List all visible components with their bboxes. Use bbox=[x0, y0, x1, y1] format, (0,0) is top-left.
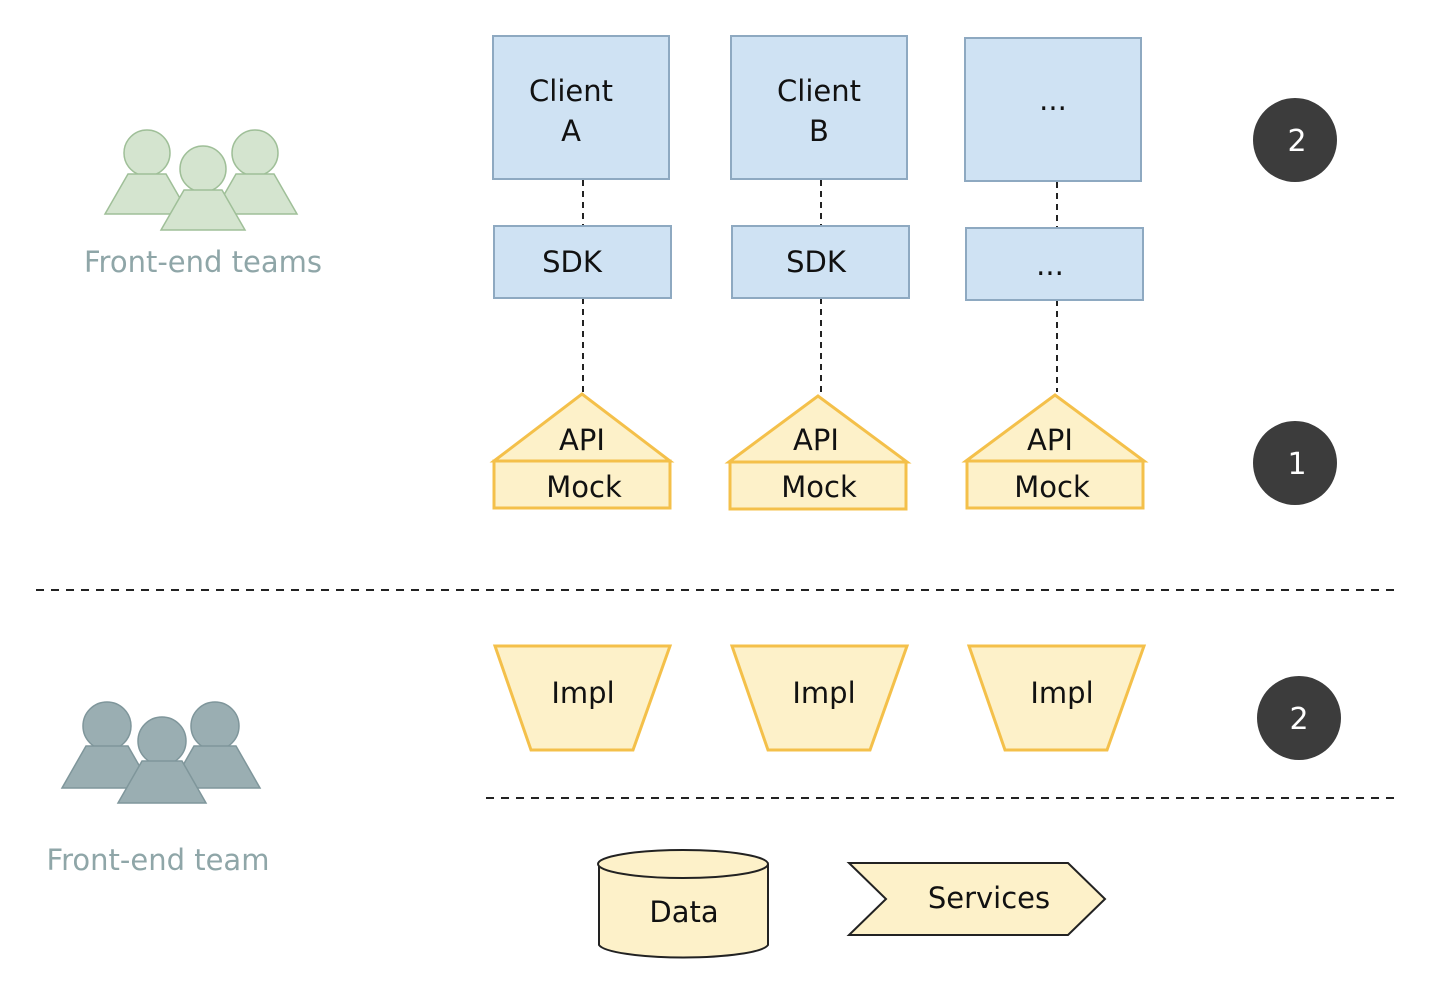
client-box-a: Client A bbox=[492, 35, 670, 180]
sdk-box-a: SDK bbox=[493, 225, 672, 299]
client-a-line2: A bbox=[561, 114, 581, 148]
impl-more-label: Impl bbox=[1030, 676, 1093, 710]
impl-b-label: Impl bbox=[792, 676, 855, 710]
client-box-b: Client B bbox=[730, 35, 908, 180]
client-box-more: ... bbox=[964, 37, 1142, 182]
api-more-top: API bbox=[1027, 423, 1073, 457]
services-label: Services bbox=[928, 881, 1050, 915]
badge-bottom: 2 bbox=[1257, 676, 1341, 760]
badge-bottom-number: 2 bbox=[1289, 702, 1308, 737]
sdk-a-label: SDK bbox=[542, 245, 603, 279]
api-mock-more: API Mock bbox=[961, 393, 1149, 510]
team-label-top: Front-end teams bbox=[84, 245, 322, 279]
badge-middle: 1 bbox=[1253, 421, 1337, 505]
api-mock-a: API Mock bbox=[489, 392, 675, 510]
connectors bbox=[582, 180, 1058, 392]
api-mock-b: API Mock bbox=[724, 394, 912, 511]
team-label-bottom: Front-end team bbox=[47, 843, 270, 877]
impl-a: Impl bbox=[492, 644, 673, 752]
data-cylinder: Data bbox=[597, 849, 769, 959]
badge-top: 2 bbox=[1253, 98, 1337, 182]
team-icon-bottom bbox=[60, 701, 262, 804]
api-b-top: API bbox=[793, 423, 839, 457]
api-more-bottom: Mock bbox=[1014, 470, 1090, 504]
impl-a-label: Impl bbox=[551, 676, 614, 710]
impl-more: Impl bbox=[966, 644, 1147, 752]
client-b-line1: Client bbox=[777, 74, 861, 108]
sdk-box-more: ... bbox=[965, 227, 1144, 301]
client-more-line1: ... bbox=[1039, 83, 1067, 117]
impl-b: Impl bbox=[729, 644, 910, 752]
data-label: Data bbox=[649, 895, 718, 929]
api-b-bottom: Mock bbox=[781, 470, 857, 504]
api-a-bottom: Mock bbox=[546, 470, 622, 504]
sdk-b-label: SDK bbox=[786, 245, 847, 279]
badge-middle-number: 1 bbox=[1287, 447, 1306, 482]
badge-top-number: 2 bbox=[1287, 124, 1306, 159]
services-chevron: Services bbox=[846, 862, 1107, 936]
sdk-box-b: SDK bbox=[731, 225, 910, 299]
client-a-line1: Client bbox=[529, 74, 613, 108]
client-b-line2: B bbox=[809, 114, 829, 148]
api-a-top: API bbox=[559, 423, 605, 457]
team-icon-top bbox=[103, 129, 299, 231]
sdk-more-label: ... bbox=[1036, 248, 1064, 282]
